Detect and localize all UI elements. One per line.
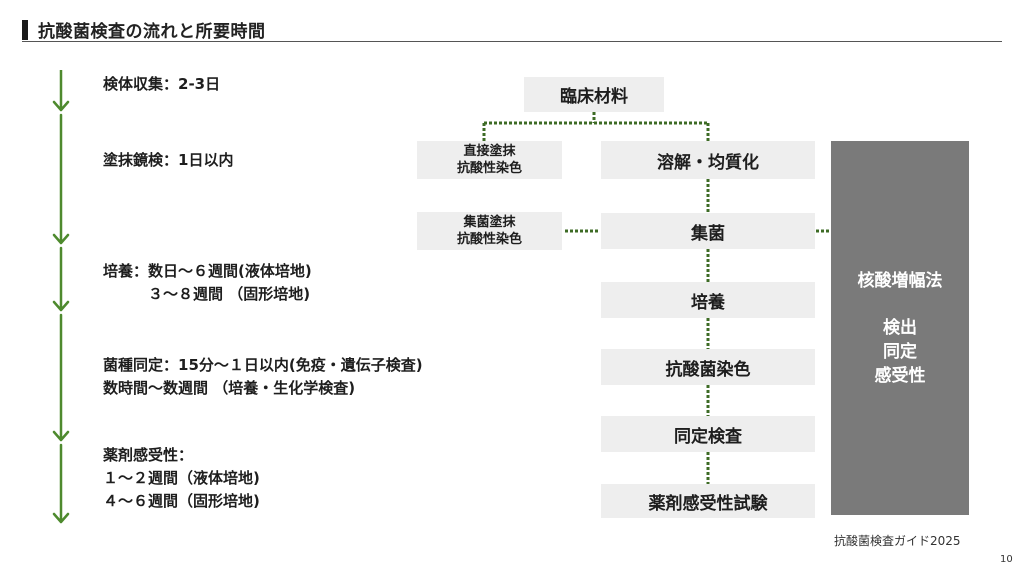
title-divider	[22, 41, 1002, 42]
side-box-concentrated-smear-line2: 抗酸性染色	[456, 232, 522, 247]
stage-culture: 培養：数日～６週間(液体培地) ３～８週間 （固形培地)	[103, 262, 312, 303]
page-title: 抗酸菌検査の流れと所要時間	[38, 22, 266, 42]
side-box-direct-smear-line1: 直接塗抹	[463, 144, 516, 159]
stage-identification: 菌種同定：15分～１日以内(免疫・遺伝子検査) 数時間～数週間 （培養・生化学検…	[103, 356, 423, 397]
title-accent-bar	[22, 20, 28, 40]
stage-collection: 検体収集：2-3日	[103, 75, 221, 93]
side-box-concentrated-smear: 集菌塗抹 抗酸性染色	[417, 212, 562, 250]
side-box-concentrated-smear-line1: 集菌塗抹	[463, 215, 516, 230]
flow-box-digestion: 溶解・均質化	[601, 141, 815, 179]
flow-box-concentration: 集菌	[601, 213, 815, 249]
flow-box-culture: 培養	[601, 282, 815, 318]
side-box-direct-smear-line2: 抗酸性染色	[456, 161, 522, 176]
stage-susceptibility: 薬剤感受性： １～２週間（液体培地) ４～６週間（固形培地)	[103, 446, 260, 510]
source-caption: 抗酸菌検査ガイド2025	[834, 534, 961, 548]
flow-box-afb-stain: 抗酸菌染色	[601, 349, 815, 385]
flow-box-susceptibility-test: 薬剤感受性試験	[601, 484, 815, 518]
nucleic-acid-uses: 検出 同定 感受性	[874, 318, 926, 386]
timeline-arrows	[52, 70, 70, 524]
flow-box-identification: 同定検査	[601, 416, 815, 452]
stage-smear: 塗抹鏡検：1日以内	[103, 151, 234, 169]
nucleic-acid-amplification-panel: 核酸増幅法 検出 同定 感受性	[831, 141, 969, 515]
side-box-direct-smear: 直接塗抹 抗酸性染色	[417, 141, 562, 179]
nucleic-acid-heading: 核酸増幅法	[857, 271, 943, 291]
page-number: 10	[1000, 554, 1013, 565]
flow-box-clinical-material: 臨床材料	[524, 77, 664, 112]
